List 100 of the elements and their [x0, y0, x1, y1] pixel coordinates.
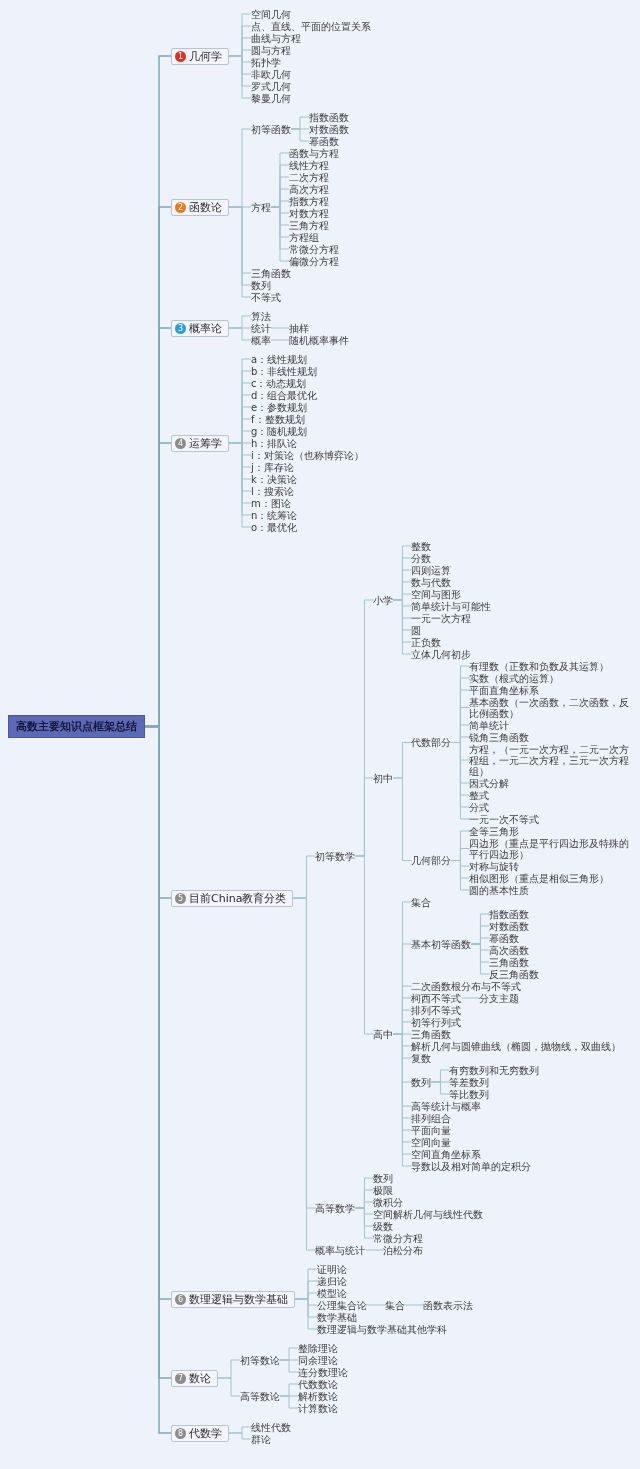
branch-topic-box	[171, 1290, 295, 1308]
branch-topic-box	[171, 889, 294, 907]
connector-line	[404, 1304, 424, 1306]
topic-text: 群论	[251, 1433, 271, 1445]
topic-text: 空间直角坐标系	[411, 1148, 482, 1160]
topic-text: 拓扑学	[251, 56, 281, 68]
topic-text: 集合	[385, 1299, 405, 1311]
topic-text: 高等数论	[240, 1390, 280, 1402]
connector-line	[450, 860, 470, 891]
topic-text: 正负数	[411, 636, 442, 648]
topic-text: 实数（根式的运算）	[469, 672, 560, 684]
connector-line	[392, 777, 412, 861]
number-badge: 4	[175, 437, 186, 449]
topic-text: 一元一次不等式	[469, 813, 540, 825]
branch-title: 目前China教育分类	[189, 891, 287, 905]
topic-text: 递归论	[317, 1275, 347, 1287]
topic-text: 方程组	[289, 231, 319, 243]
topic-text: 整数	[411, 540, 432, 552]
topic-text: 基本函数（一次函数，二次函数，反比例函数）	[469, 696, 634, 719]
topic-text: i：对策论（也称博弈论）	[251, 449, 364, 461]
topic-text: 整式	[469, 789, 490, 801]
topic-text: m：图论	[251, 497, 291, 509]
connector-line	[279, 1359, 299, 1373]
topic-text: 整除理论	[298, 1342, 338, 1354]
topic-text: 模型论	[317, 1287, 347, 1299]
topic-text: 指数方程	[289, 195, 329, 207]
topic-text: 简单统计与可能性	[411, 600, 492, 612]
topic-text: 黎曼几何	[251, 92, 291, 104]
topic-text: 有理数（正数和负数及其运算）	[469, 660, 610, 672]
number-badge: 2	[175, 201, 186, 213]
topic-text: 公理集合论	[317, 1299, 367, 1311]
topic-text: 初等函数	[251, 123, 291, 135]
topic-text: 高等统计与概率	[411, 1100, 482, 1112]
branch-title: 代数学	[189, 1426, 222, 1440]
topic-text: 空间解析几何与线性代数	[373, 1208, 484, 1220]
topic-text: 因式分解	[469, 777, 510, 789]
topic-text: o：最优化	[251, 521, 298, 533]
topic-text: n：统筹论	[251, 509, 298, 521]
connector-line	[366, 1304, 386, 1306]
topic-text: 偏微分方程	[289, 255, 339, 267]
topic-text: 常微分方程	[373, 1232, 424, 1244]
topic-text: 对数函数	[489, 920, 530, 932]
number-badge: 3	[175, 322, 186, 334]
topic-text: 计算数论	[298, 1402, 338, 1414]
topic-text: 锐角三角函数	[469, 731, 530, 743]
connector-line	[228, 55, 252, 99]
topic-text: 函数与方程	[289, 147, 339, 159]
branch-title: 数论	[189, 1371, 211, 1385]
topic-text: b：非线性规划	[251, 365, 318, 377]
topic-text: 对数函数	[309, 123, 349, 135]
topic-text: 有穷数列和无穷数列	[449, 1064, 540, 1076]
topic-text: 幂函数	[489, 932, 520, 944]
connector-line	[228, 1432, 252, 1440]
branch-topic-box	[171, 1424, 229, 1442]
branch-title: 数理逻辑与数学基础	[189, 1292, 288, 1306]
connector-line	[460, 997, 480, 999]
topic-text: 数学基础	[317, 1311, 357, 1323]
topic-text: 指数函数	[489, 908, 530, 920]
connector-line	[290, 128, 310, 142]
topic-text: 解析数论	[298, 1390, 338, 1402]
topic-text: 代数数论	[298, 1378, 338, 1390]
branch-topic-box	[171, 434, 229, 452]
connector-line	[270, 206, 290, 262]
topic-text: 圆	[411, 624, 422, 636]
branch-topic-box	[171, 198, 229, 216]
topic-text: 微积分	[373, 1196, 404, 1208]
topic-text: 方程	[251, 201, 271, 213]
topic-text: 抽样	[289, 322, 309, 334]
topic-text: 不等式	[251, 291, 281, 303]
number-badge: 7	[175, 1372, 186, 1384]
connector-line	[364, 1249, 384, 1251]
topic-text: 分式	[469, 801, 490, 813]
topic-text: 几何部分	[411, 854, 452, 867]
topic-text: 排列组合	[411, 1112, 452, 1124]
branch-title: 概率论	[189, 321, 222, 335]
topic-text: 平面向量	[411, 1124, 452, 1136]
topic-text: 极限	[373, 1184, 394, 1196]
topic-text: 初中	[373, 772, 394, 784]
topic-text: 三角函数	[251, 267, 291, 279]
topic-text: 方程，（一元一次方程，二元一次方程组，一元二次方程，三元一次方程组）	[469, 743, 634, 777]
topic-text: 圆与方程	[251, 44, 291, 56]
branch-topic-box	[171, 1369, 218, 1387]
topic-text: d：组合最优化	[251, 389, 318, 401]
topic-text: h：排队论	[251, 437, 298, 449]
connector-line	[228, 327, 252, 341]
connector-line	[392, 599, 412, 655]
topic-text: g：随机规划	[251, 425, 308, 437]
topic-text: 解析几何与圆锥曲线（椭圆，抛物线，双曲线）	[411, 1040, 622, 1052]
topic-text: 四边形（重点是平行四边形及特殊的平行四边形）	[469, 837, 634, 860]
branch-topic-box	[171, 47, 229, 65]
topic-text: 排列不等式	[411, 1004, 462, 1016]
topic-text: 平面直角坐标系	[469, 684, 540, 696]
topic-text: 一元一次方程	[411, 612, 472, 624]
topic-text: 连分数理论	[298, 1366, 348, 1378]
topic-text: 分支主题	[479, 992, 520, 1004]
topic-text: 非欧几何	[251, 68, 291, 80]
topic-text: 代数部分	[411, 736, 452, 749]
topic-text: 点、直线、平面的位置关系	[251, 20, 371, 32]
topic-text: 分数	[411, 552, 432, 564]
topic-text: 高中	[373, 1028, 394, 1040]
